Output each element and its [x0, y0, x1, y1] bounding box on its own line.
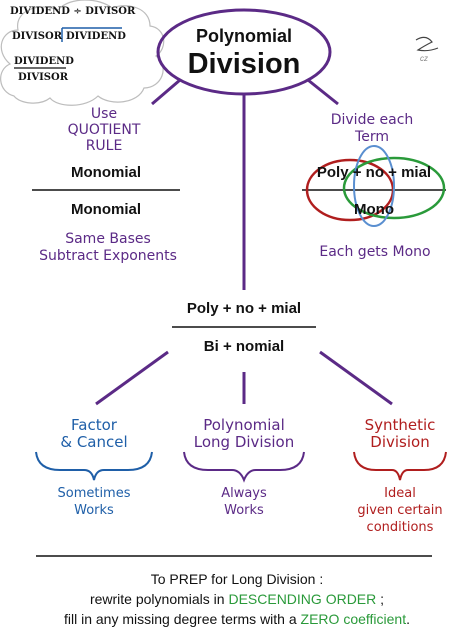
cloud-frac-top: DIVIDEND [14, 56, 74, 67]
brace-synthetic [353, 451, 447, 481]
right-denominator: Mono [354, 201, 394, 218]
method-factor-desc-l1: Sometimes [57, 486, 131, 501]
title-line2: Division [187, 48, 301, 80]
footer-line3: fill in any missing degree terms with a … [0, 611, 474, 627]
right-label-term: Term [355, 129, 389, 145]
method-factor-title-l2: & Cancel [60, 433, 128, 451]
connector-center-left [95, 350, 169, 406]
footer-line2-a: rewrite polynomials in [89, 591, 229, 607]
cloud-dividend-right: DIVIDEND [66, 31, 126, 42]
method-synthetic-desc-l3: conditions [366, 520, 434, 535]
footer-zero-coefficient: ZERO coefficient [300, 611, 407, 627]
footer-line2: rewrite polynomials in DESCENDING ORDER … [0, 591, 474, 607]
method-factor-title-l1: Factor [71, 416, 117, 434]
footer-line1: To PREP for Long Division : [150, 571, 324, 587]
footer-line3-c: . [406, 611, 410, 627]
method-long-desc-l2: Works [224, 503, 264, 518]
connector-title-left [151, 78, 181, 106]
right-note: Each gets Mono [319, 244, 431, 260]
cloud-frac-bottom: DIVISOR [18, 72, 69, 83]
left-label-use: Use [90, 106, 118, 122]
left-label-quotient: QUOTIENT [67, 122, 141, 138]
cloud-divisor-left: DIVISOR [12, 31, 63, 42]
left-numerator: Monomial [71, 164, 141, 181]
footer-descending-order: DESCENDING ORDER [228, 591, 377, 607]
left-note-bases: Same Bases [65, 231, 151, 247]
center-numerator: Poly + no + mial [186, 300, 302, 317]
footer-line2-c: ; [376, 591, 385, 607]
method-long-title-l2: Long Division [193, 433, 295, 451]
left-note-exponents: Subtract Exponents [39, 248, 177, 264]
signature-mark [415, 36, 439, 52]
method-long-title-l1: Polynomial [203, 416, 285, 434]
method-synthetic-title-l1: Synthetic [364, 416, 436, 434]
right-label-divide: Divide each [330, 112, 414, 128]
right-numerator: Poly + no + mial [316, 164, 432, 181]
method-synthetic-desc-l2: given certain [357, 503, 443, 518]
venn-blue-ellipse [353, 145, 395, 227]
footer-line3-a: fill in any missing degree terms with a [64, 611, 301, 627]
connector-center-right [319, 350, 393, 406]
connector-title-right [307, 78, 339, 106]
method-synthetic-desc-l1: Ideal [384, 486, 416, 501]
left-denominator: Monomial [71, 201, 141, 218]
venn-green-ellipse [342, 156, 446, 220]
left-label-rule: RULE [85, 138, 123, 154]
method-synthetic-title-l2: Division [370, 433, 430, 451]
title-line1: Polynomial [195, 26, 293, 46]
signature-text: cz [420, 54, 428, 63]
method-long-desc-l1: Always [221, 486, 267, 501]
brace-factor [35, 451, 153, 481]
cloud-dividend-divisor: DIVIDEND ÷ DIVISOR [10, 6, 136, 17]
center-denominator: Bi + nomial [203, 338, 285, 355]
method-factor-desc-l2: Works [74, 503, 114, 518]
cloud-shape [0, 0, 165, 106]
brace-long-division [183, 451, 305, 483]
